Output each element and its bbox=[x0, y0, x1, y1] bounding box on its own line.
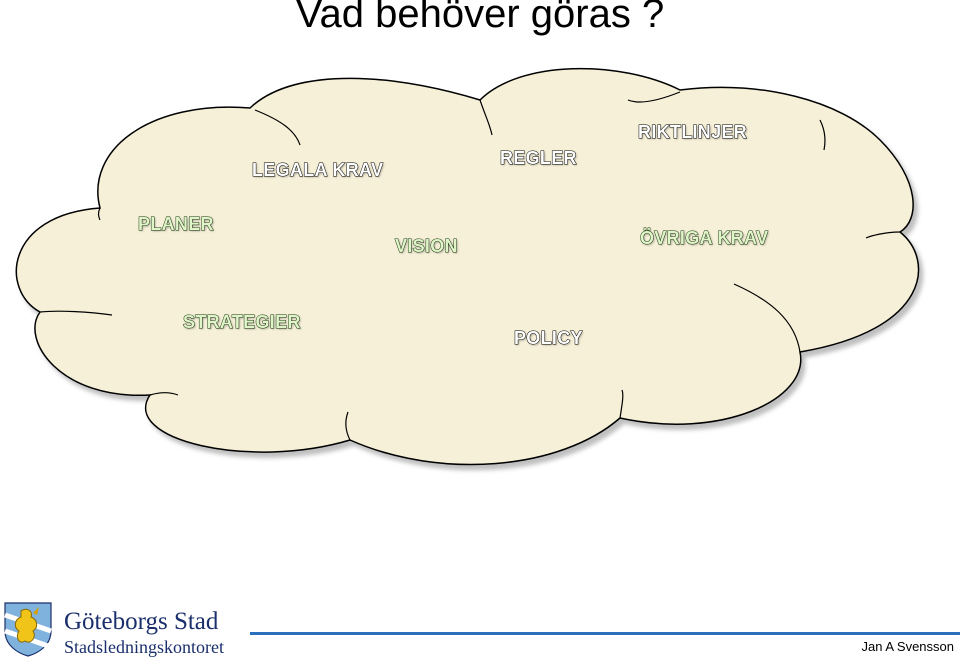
label-vision: VISION bbox=[395, 236, 458, 257]
author-name: Jan A Svensson bbox=[861, 639, 954, 654]
org-subname: Stadsledningskontoret bbox=[64, 637, 224, 658]
label-legala-krav: LEGALA KRAV bbox=[252, 160, 383, 181]
org-name: Göteborgs Stad bbox=[64, 608, 218, 636]
label-strategier: STRATEGIER bbox=[183, 312, 301, 333]
label-planer: PLANER bbox=[138, 214, 214, 235]
coat-of-arms-logo bbox=[3, 601, 53, 657]
label-regler: REGLER bbox=[500, 148, 577, 169]
label-ovriga-krav: ÖVRIGA KRAV bbox=[640, 228, 768, 249]
footer-divider bbox=[250, 632, 960, 635]
label-policy: POLICY bbox=[514, 328, 583, 349]
label-riktlinjer: RIKTLINJER bbox=[638, 122, 747, 143]
